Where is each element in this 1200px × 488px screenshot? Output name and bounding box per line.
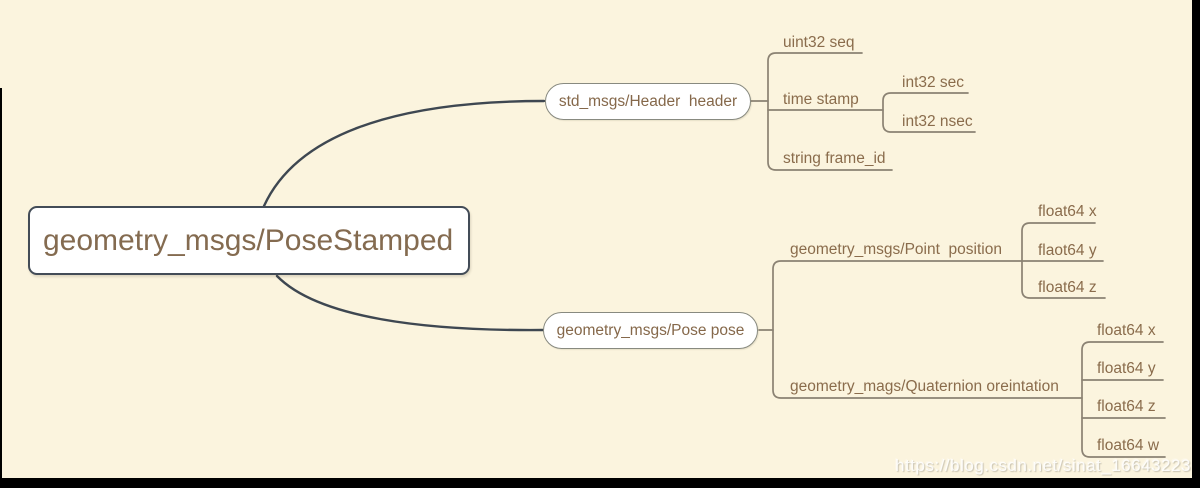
line-pose-bracket bbox=[772, 260, 1083, 399]
node-int32-nsec[interactable]: int32 nsec bbox=[902, 113, 973, 130]
line-stamp-bracket bbox=[882, 92, 976, 133]
csdn-watermark: https://blog.csdn.net/sinat_16643223 bbox=[895, 456, 1191, 475]
node-point-position[interactable]: geometry_msgs/Point position bbox=[790, 241, 1002, 258]
node-quaternion-float64-w[interactable]: float64 w bbox=[1097, 437, 1160, 454]
branch-node-header[interactable]: std_msgs/Header header bbox=[545, 83, 751, 120]
frame-edge-right bbox=[1192, 0, 1200, 488]
branch-node-pose-label: geometry_msgs/Pose pose bbox=[556, 321, 745, 339]
curve-root-to-header bbox=[262, 99, 546, 208]
node-quaternion-float64-y[interactable]: float64 y bbox=[1097, 360, 1156, 377]
curve-root-to-pose bbox=[275, 274, 545, 332]
node-uint32-seq[interactable]: uint32 seq bbox=[783, 34, 855, 51]
root-node-posestamped[interactable]: geometry_msgs/PoseStamped bbox=[28, 206, 470, 275]
node-position-float64-z[interactable]: float64 z bbox=[1038, 279, 1097, 296]
branch-node-pose[interactable]: geometry_msgs/Pose pose bbox=[543, 312, 758, 349]
frame-edge-left bbox=[0, 88, 2, 488]
node-string-frame-id[interactable]: string frame_id bbox=[783, 150, 886, 167]
node-quaternion-float64-x[interactable]: float64 x bbox=[1097, 322, 1156, 339]
line-quat-bracket bbox=[1081, 341, 1166, 458]
line-header-bracket bbox=[767, 52, 893, 171]
node-position-float64-x[interactable]: float64 x bbox=[1038, 203, 1097, 220]
node-position-flaot64-y[interactable]: flaot64 y bbox=[1038, 242, 1097, 259]
root-node-label: geometry_msgs/PoseStamped bbox=[43, 223, 454, 257]
node-int32-sec[interactable]: int32 sec bbox=[902, 74, 965, 91]
node-time-stamp[interactable]: time stamp bbox=[783, 91, 859, 108]
frame-edge-bottom bbox=[0, 478, 1200, 488]
branch-node-header-label: std_msgs/Header header bbox=[558, 92, 738, 110]
node-quaternion-float64-z[interactable]: float64 z bbox=[1097, 398, 1156, 415]
node-quaternion-oreintation[interactable]: geometry_mags/Quaternion oreintation bbox=[790, 378, 1059, 395]
